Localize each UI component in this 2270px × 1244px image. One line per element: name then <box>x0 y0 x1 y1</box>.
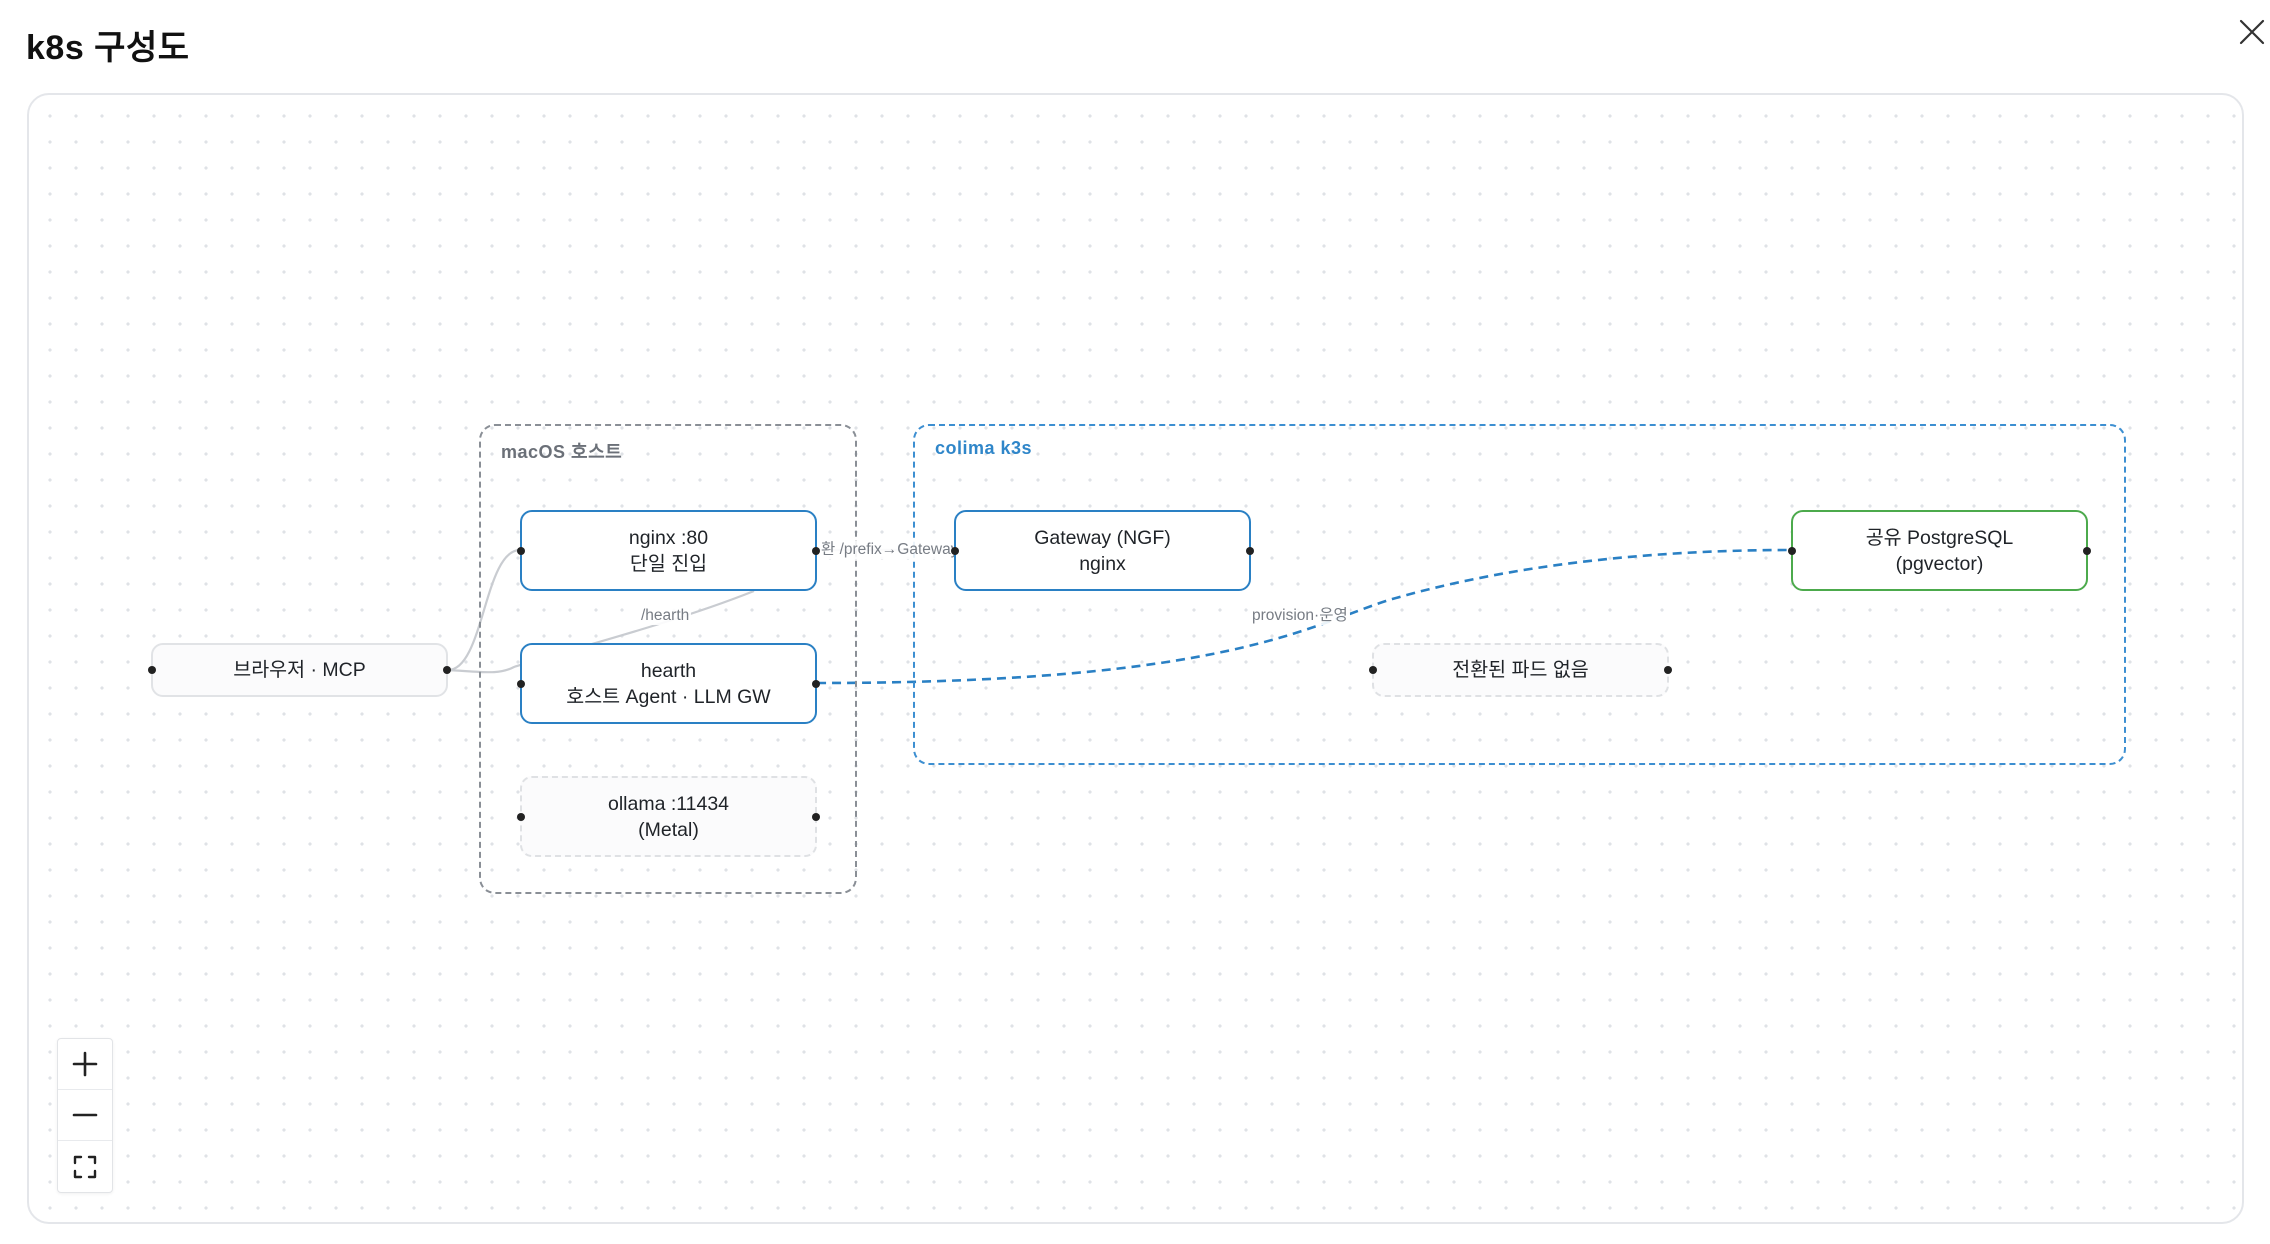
node-label-line2: 단일 진입 <box>629 552 708 575</box>
group-label-colima-k3s: colima k3s <box>935 438 1033 458</box>
node-handle-left[interactable] <box>951 546 959 555</box>
node-label: 브라우저 · MCP <box>233 659 366 681</box>
node-handle-right[interactable] <box>1246 546 1254 555</box>
zoom-in-button[interactable] <box>58 1039 112 1090</box>
node-shared-postgresql[interactable]: 공유 PostgreSQL (pgvector) <box>1788 510 2091 591</box>
node-browser-mcp[interactable]: 브라우저 · MCP <box>148 643 451 697</box>
edge-label-prefix: 환 /prefix→Gateway <box>819 541 961 559</box>
node-label-line1: Gateway (NGF) <box>1034 526 1171 549</box>
node-label-line1: nginx :80 <box>628 526 709 549</box>
node-handle-left[interactable] <box>517 679 525 688</box>
node-ollama[interactable]: ollama :11434 (Metal) <box>517 776 820 857</box>
plus-icon <box>72 1051 98 1077</box>
node-handle-right[interactable] <box>443 666 451 674</box>
close-icon <box>2239 19 2265 45</box>
diagram-canvas[interactable]: macOS 호스트 colima k3s 환 /prefix→Gateway /… <box>27 93 2244 1224</box>
node-hearth[interactable]: hearth 호스트 Agent · LLM GW <box>517 643 820 724</box>
node-label-line2: (pgvector) <box>1895 552 1984 575</box>
node-label-line1: 공유 PostgreSQL <box>1865 526 2014 549</box>
node-label-line2: nginx <box>1079 552 1126 575</box>
edge-label-provision: provision·운영 <box>1250 607 1350 625</box>
edge-label-hearth: /hearth <box>639 607 692 625</box>
node-handle-left[interactable] <box>148 666 156 674</box>
zoom-out-button[interactable] <box>58 1090 112 1141</box>
minus-icon <box>72 1113 98 1117</box>
node-handle-right[interactable] <box>1664 666 1672 674</box>
zoom-controls <box>57 1038 113 1193</box>
fit-view-button[interactable] <box>58 1141 112 1192</box>
node-label: 전환된 파드 없음 <box>1452 659 1589 681</box>
node-gateway-ngf[interactable]: Gateway (NGF) nginx <box>951 510 1254 591</box>
node-handle-left[interactable] <box>517 546 525 555</box>
node-handle-left[interactable] <box>517 812 525 821</box>
node-label-line1: ollama :11434 <box>607 792 730 815</box>
node-nginx[interactable]: nginx :80 단일 진입 <box>517 510 820 591</box>
node-handle-right[interactable] <box>812 812 820 821</box>
node-label-line1: hearth <box>640 659 697 682</box>
node-label-line2: (Metal) <box>638 818 699 841</box>
node-no-migrated-pods[interactable]: 전환된 파드 없음 <box>1369 643 1672 697</box>
modal-title: k8s 구성도 <box>26 29 190 67</box>
node-label-line2: 호스트 Agent · LLM GW <box>566 685 771 708</box>
group-label-macos-host: macOS 호스트 <box>501 442 623 462</box>
node-handle-right[interactable] <box>812 679 820 688</box>
fit-view-icon <box>73 1155 97 1178</box>
close-button[interactable] <box>2232 12 2270 52</box>
node-handle-left[interactable] <box>1788 546 1796 555</box>
node-handle-right[interactable] <box>2083 546 2091 555</box>
node-handle-left[interactable] <box>1369 666 1377 674</box>
node-handle-right[interactable] <box>812 546 820 555</box>
group-macos-host: macOS 호스트 <box>479 424 857 894</box>
group-colima-k3s: colima k3s <box>913 424 2126 765</box>
